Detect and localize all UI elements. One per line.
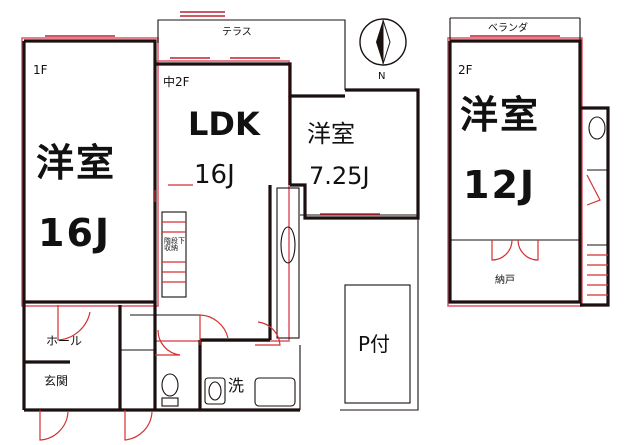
hall-walls xyxy=(22,302,300,441)
wash-label: 洗 xyxy=(228,376,245,395)
terrace-area xyxy=(157,11,346,90)
washbasin xyxy=(204,377,226,405)
right-annex xyxy=(580,106,610,307)
entrance-label: 玄関 xyxy=(44,374,69,388)
toilet-1f xyxy=(161,373,179,407)
parking-label: P付 xyxy=(358,332,391,356)
compass-icon xyxy=(359,18,407,66)
hall-label: ホール xyxy=(46,334,83,348)
room-2f-size: 12J xyxy=(463,163,537,207)
floor-label-2f: 2F xyxy=(458,63,473,77)
storage-2f xyxy=(491,239,539,261)
bathtub xyxy=(254,377,296,407)
ldk-name: LDK xyxy=(188,105,260,143)
veranda-label: ベランダ xyxy=(488,23,528,34)
terrace-label: テラス xyxy=(222,27,252,38)
room-725-name: 洋室 xyxy=(307,120,355,148)
stair-storage-label: 階段下収納 xyxy=(164,237,185,252)
ldk-walls xyxy=(155,57,345,342)
ldk-size: 16J xyxy=(194,160,235,190)
room-725-size: 7.25J xyxy=(309,162,370,190)
room-1f-name: 洋室 xyxy=(36,141,117,185)
storage-label: 納戸 xyxy=(495,275,515,286)
room-2f-walls xyxy=(448,17,582,304)
compass-north-label: N xyxy=(378,71,386,82)
room-1f-size: 16J xyxy=(38,211,112,255)
room-725-walls xyxy=(290,88,420,220)
room-2f-name: 洋室 xyxy=(460,93,541,137)
stairs-1f xyxy=(161,211,187,298)
floor-label-1f: 1F xyxy=(33,63,48,77)
floor-label-mezzanine: 中2F xyxy=(163,75,190,89)
lower-outline xyxy=(299,218,419,411)
kitchen-counter xyxy=(276,187,300,339)
